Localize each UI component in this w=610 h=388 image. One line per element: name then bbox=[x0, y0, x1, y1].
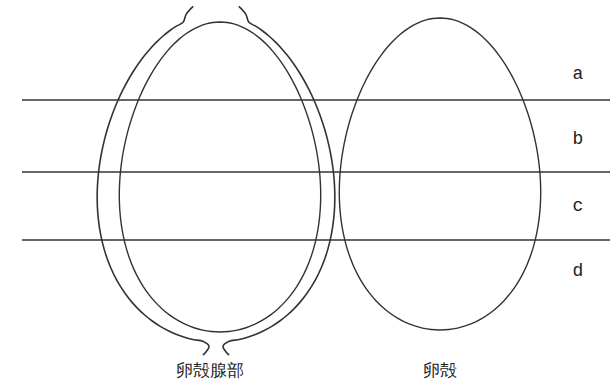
section-line bbox=[22, 99, 610, 100]
section-line bbox=[22, 171, 610, 172]
figure-caption: 卵殻腺部 bbox=[176, 361, 244, 380]
section-letter: c bbox=[573, 197, 584, 217]
eggshell-outline bbox=[339, 18, 540, 330]
section-letter: a bbox=[573, 65, 584, 85]
section-letter: d bbox=[573, 262, 584, 282]
egg-outline bbox=[119, 22, 320, 332]
figure-caption: 卵殻 bbox=[423, 361, 457, 380]
gland-wall bbox=[97, 6, 209, 355]
section-letter: b bbox=[573, 130, 584, 150]
